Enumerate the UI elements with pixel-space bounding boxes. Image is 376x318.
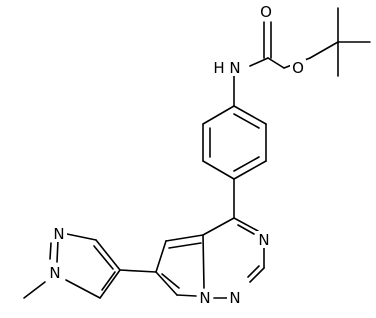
bond — [56, 239, 59, 263]
bond-layer — [23, 7, 371, 299]
atom-ester-oxygen: O — [290, 59, 306, 77]
bond — [249, 57, 269, 67]
atom-carbonyl-oxygen: O — [258, 3, 274, 21]
atom-label: N — [49, 264, 60, 282]
atom-pyrazole-n1: N — [47, 264, 63, 282]
bond — [267, 57, 285, 69]
bond — [95, 239, 121, 271]
bond — [237, 224, 255, 235]
atom-triazine-n-lower: N — [227, 289, 243, 307]
bond — [65, 279, 101, 299]
atom-label: N — [258, 231, 269, 249]
bond — [119, 269, 157, 273]
bond — [233, 217, 259, 232]
bond — [233, 105, 267, 125]
bond — [202, 217, 235, 236]
bond — [309, 41, 339, 59]
bond — [233, 156, 260, 172]
atom-label: N — [199, 289, 210, 307]
bond — [202, 105, 235, 125]
atom-bridgehead-nitrogen: N — [197, 289, 213, 307]
bond — [202, 160, 235, 180]
bond — [165, 234, 204, 242]
bond — [233, 160, 267, 180]
atom-pyrazole-n2: N — [51, 225, 67, 243]
atom-label: O — [292, 59, 304, 77]
bond — [99, 269, 121, 299]
atom-label-layer: O O N H N N N N — [47, 3, 306, 307]
bond — [101, 271, 116, 291]
bond — [161, 273, 180, 289]
atom-amide-hydrogen: H — [212, 59, 226, 77]
atom-label: O — [260, 3, 272, 21]
bond — [49, 242, 52, 260]
bond — [247, 265, 260, 278]
atom-label: H — [213, 59, 224, 77]
atom-triazine-n-upper: N — [256, 231, 272, 249]
bond — [249, 267, 265, 283]
bond — [155, 271, 178, 296]
atom-label: N — [229, 289, 240, 307]
atom-amide-nitrogen: N — [226, 59, 244, 77]
atom-label: N — [229, 59, 240, 77]
atom-label: N — [53, 225, 64, 243]
bond — [202, 234, 205, 289]
bond — [93, 245, 114, 270]
bond — [66, 233, 97, 241]
bond — [155, 240, 167, 273]
bond — [176, 294, 197, 297]
bond — [23, 281, 46, 299]
bond — [168, 242, 202, 249]
bond — [233, 113, 260, 129]
